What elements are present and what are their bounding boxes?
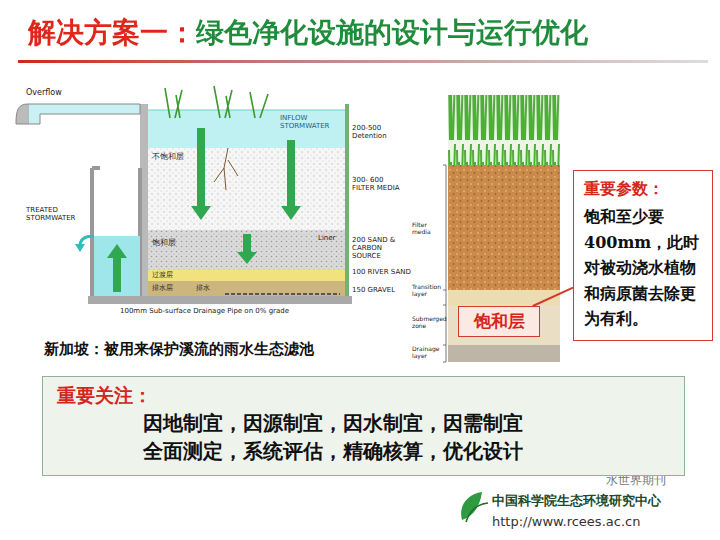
drawing-rect [148, 148, 345, 230]
drawing-rect [448, 95, 560, 165]
drawing-path [281, 140, 301, 220]
diagram-label: Liner [318, 234, 344, 242]
drawing-rect [448, 305, 560, 345]
drawing-path [165, 86, 268, 118]
drawing-path [92, 168, 140, 296]
diagram-label: 200 SAND & CARBON SOURCE [352, 236, 410, 260]
drawing-rect [148, 270, 345, 281]
box-heading: 饱和层 [463, 310, 535, 333]
diagram-label: 中国科学院生态环境研究中心 [492, 494, 692, 509]
diagram-label: 100mm Sub-surface Drainage Pipe on 0% gr… [120, 307, 360, 315]
drawing-rect [448, 290, 560, 305]
drawing-path [75, 244, 85, 252]
diagram-label: Overflow [26, 88, 86, 97]
drawing-path [28, 104, 140, 124]
drawing-rect [148, 230, 345, 270]
diagram-label: INFLOW STORMWATER [280, 114, 340, 130]
drawing-rect [448, 345, 560, 362]
drawing-path [443, 165, 446, 362]
diagram-label: 不饱和层 [152, 152, 192, 161]
drawing-path [466, 503, 488, 522]
diagram-label: 200-500 Detention [352, 124, 412, 140]
drawing-path [107, 244, 127, 292]
drawing-rect [148, 148, 345, 230]
drawing-rect [448, 165, 560, 290]
drawing-path [191, 128, 211, 220]
drawing-path [214, 148, 238, 190]
drawing-rect [18, 60, 708, 63]
drawing-line [446, 165, 447, 362]
drawing-rect [345, 104, 349, 296]
diagram-label: Submerged zone [412, 316, 444, 330]
diagram-label: Filter media [412, 222, 444, 236]
diagram-label: 饱和层 [152, 238, 192, 247]
drawing-rect [94, 236, 140, 296]
diagram-label: 排水层 [152, 284, 192, 292]
box-text: 全面测定，系统评估，精确核算，优化设计 [143, 437, 670, 465]
diagram-label: Transition layer [412, 284, 444, 298]
drawing-path [16, 104, 28, 124]
diagram-label: 150 GRAVEL [352, 286, 412, 294]
figure-caption: 新加坡：被用来保护溪流的雨水生态滤池 [44, 340, 314, 359]
drawing-rect [148, 281, 345, 296]
diagram-label: 300- 600 FILTER MEDIA [352, 176, 404, 192]
focus-box: 重要关注：因地制宜，因源制宜，因水制宜，因需制宜全面测定，系统评估，精确核算，优… [42, 376, 685, 476]
drawing-rect [88, 296, 352, 304]
diagram-label: http://www.rcees.ac.cn [492, 515, 692, 530]
diagram-label: 过渡层 [152, 271, 192, 279]
drawing-path [237, 234, 257, 264]
drawing-rect [148, 110, 345, 148]
parameter-callout: 重要参数： 饱和至少要400mm，此时对被动浇水植物和病原菌去除更为有利。 [573, 170, 713, 341]
diagram-label: 排水 [196, 284, 222, 292]
saturated-layer-box: 饱和层 [458, 306, 540, 337]
diagram-label: 100 RIVER SAND [352, 268, 412, 276]
slide-title: 解决方案一：绿色净化设施的设计与运行优化 [28, 14, 588, 52]
diagram-label: Drainage layer [412, 346, 444, 360]
leader-connector [533, 288, 573, 306]
diagram-label: 水世界期刊 [606, 474, 706, 488]
drawing-rect [448, 95, 560, 165]
diagram-label: TREATED STORMWATER [26, 206, 88, 222]
box-heading: 重要关注： [57, 383, 670, 409]
drawing-rect [148, 230, 345, 270]
box-text: 因地制宜，因源制宜，因水制宜，因需制宜 [143, 409, 670, 437]
box-text: 饱和至少要400mm，此时对被动浇水植物和病原菌去除更为有利。 [584, 204, 702, 332]
drawing-line [225, 293, 340, 295]
box-heading: 重要参数： [584, 179, 702, 200]
connector-line [533, 288, 573, 306]
